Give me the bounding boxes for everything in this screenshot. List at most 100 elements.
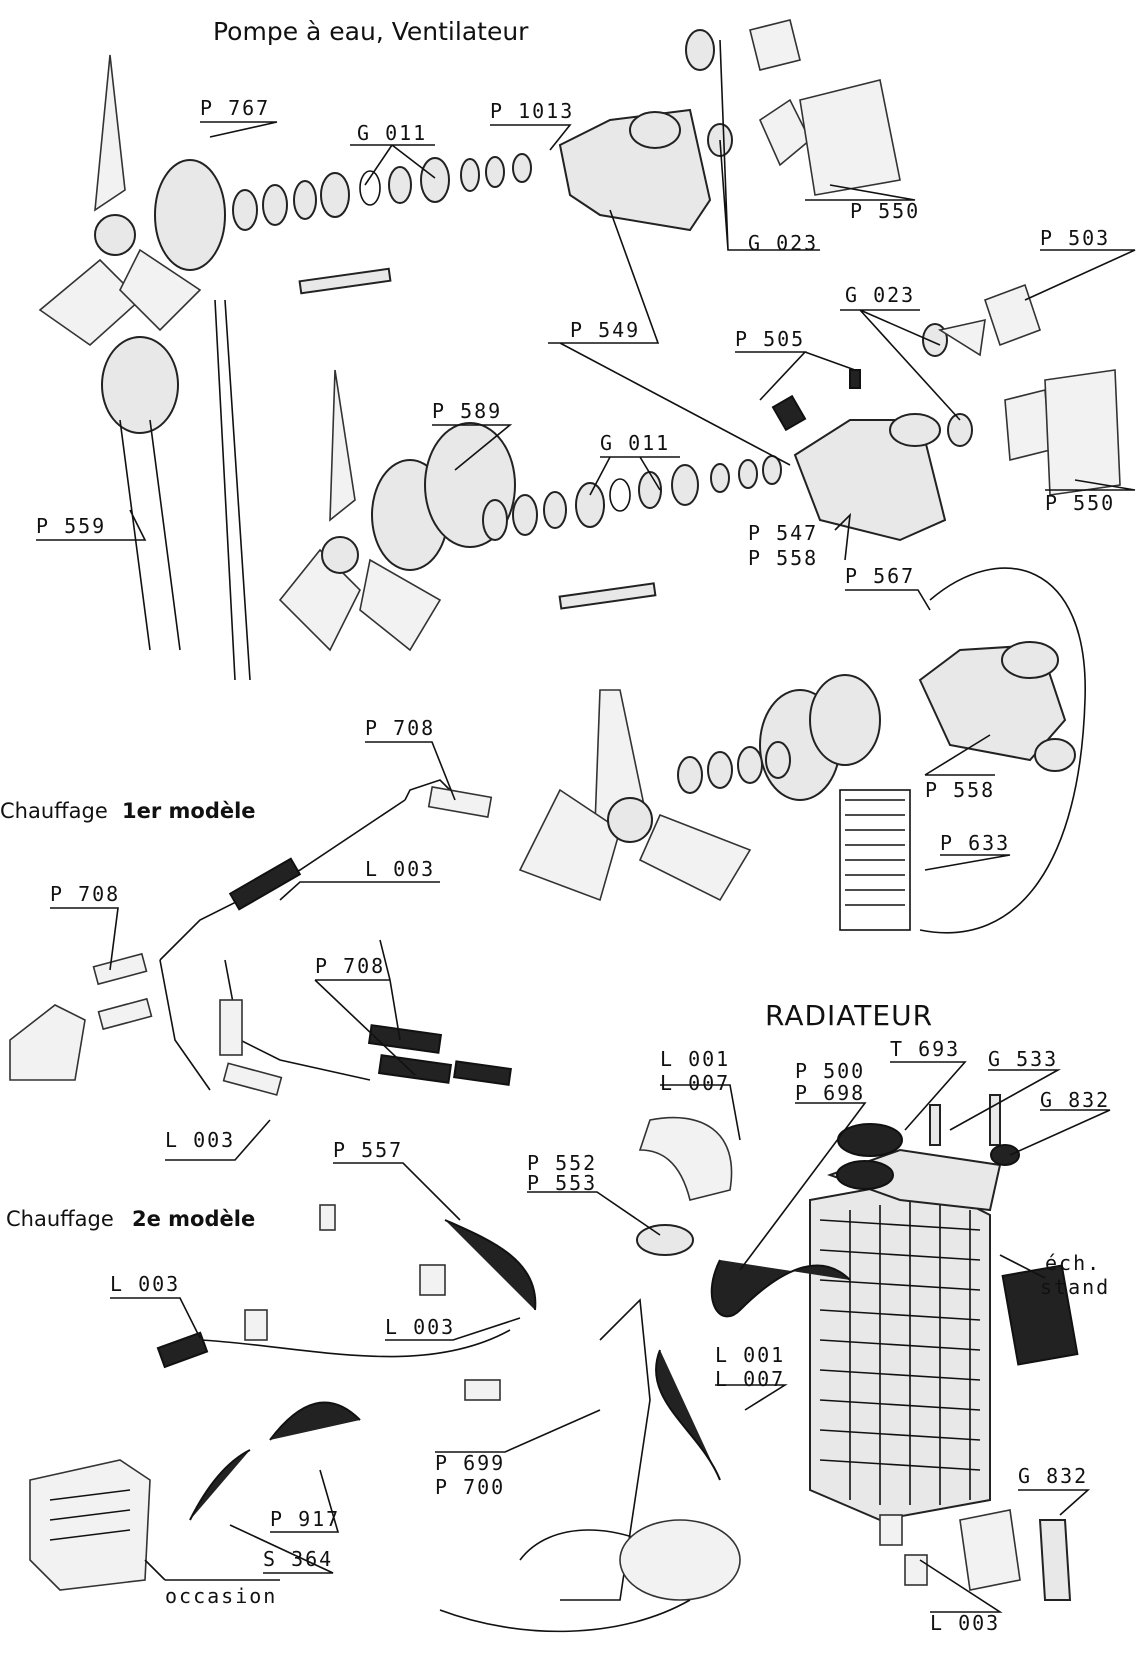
label-t693: T 693 <box>890 1037 960 1061</box>
label-g023-right: G 023 <box>845 283 915 307</box>
heating-1-model: 1er modèle <box>122 799 256 823</box>
shaft-middle <box>558 582 657 610</box>
label-g832-top: G 832 <box>1040 1088 1110 1112</box>
heating-2-prefix: Chauffage <box>6 1207 114 1231</box>
fan3-blade-right <box>638 813 752 902</box>
hose-p557 <box>444 1219 537 1311</box>
seal-p505 <box>771 394 807 432</box>
label-p633: P 633 <box>940 831 1010 855</box>
label-l007-top: L 007 <box>660 1071 730 1095</box>
label-p549: P 549 <box>570 318 640 342</box>
label-p503: P 503 <box>1040 226 1110 250</box>
label-g011-middle: G 011 <box>600 431 670 455</box>
label-p559: P 559 <box>36 514 106 538</box>
impeller-middle <box>1004 388 1051 462</box>
label-p550-middle: P 550 <box>1045 491 1115 515</box>
label-p552: P 552 <box>527 1151 597 1175</box>
label-p698: P 698 <box>795 1081 865 1105</box>
hose-s364 <box>189 1449 251 1521</box>
mount-g832 <box>990 1144 1020 1166</box>
label-p557: P 557 <box>333 1138 403 1162</box>
bearing-row-lower <box>677 741 791 794</box>
label-l001-top: L 001 <box>660 1047 730 1071</box>
label-p505: P 505 <box>735 327 805 351</box>
pump-p503-parts <box>922 283 1042 357</box>
label-g023-top: G 023 <box>748 231 818 255</box>
label-g832-bottom: G 832 <box>1018 1464 1088 1488</box>
cap-t693 <box>837 1123 903 1157</box>
label-ech: éch. <box>1045 1251 1101 1275</box>
label-p553: P 553 <box>527 1171 597 1195</box>
belt-p559 <box>119 299 251 681</box>
label-p558-upper: P 558 <box>748 546 818 570</box>
hose-l003-top <box>228 857 302 911</box>
label-p699: P 699 <box>435 1451 505 1475</box>
fan-blade-left <box>38 258 142 347</box>
cable-p567 <box>919 567 1086 934</box>
bearing-row-middle <box>482 455 782 541</box>
fan2-blade-right <box>359 558 442 652</box>
label-p1013: P 1013 <box>490 99 574 123</box>
hose-p917 <box>269 1401 361 1441</box>
label-p708-right: P 708 <box>315 954 385 978</box>
fan2-blade-top <box>329 369 356 522</box>
label-p550-top: P 550 <box>850 199 920 223</box>
label-occasion: occasion <box>165 1584 277 1608</box>
label-p767: P 767 <box>200 96 270 120</box>
shaft-top <box>298 267 392 295</box>
lower-fan-assembly <box>518 567 1086 934</box>
hose-l003-bottom <box>222 1062 283 1096</box>
label-l007-bottom: L 007 <box>715 1367 785 1391</box>
hose-p500-upper <box>710 1259 851 1318</box>
fan2-blade-left <box>278 548 361 652</box>
label-p708-left: P 708 <box>50 882 120 906</box>
heating-2-heading: Chauffage 2e modèle <box>6 1207 255 1231</box>
label-p700: P 700 <box>435 1475 505 1499</box>
label-stand: stand <box>1040 1275 1110 1299</box>
label-p567: P 567 <box>845 564 915 588</box>
heating-2-assembly <box>29 1204 537 1591</box>
heater-box-1 <box>9 1004 86 1081</box>
pulley-p767 <box>154 159 226 271</box>
radiator-grille-small <box>839 789 911 931</box>
thermostat-p552 <box>636 1224 694 1256</box>
label-g533: G 533 <box>988 1047 1058 1071</box>
middle-fan-assembly <box>278 369 1121 652</box>
drain-g832 <box>1038 1519 1072 1601</box>
label-l003-radiator: L 003 <box>930 1611 1000 1635</box>
label-g011-top: G 011 <box>357 121 427 145</box>
hose-p708-top <box>427 786 493 818</box>
heating-2-model: 2e modèle <box>132 1207 255 1231</box>
part-labels: P 767 P 1013 G 011 P 550 G 023 P 503 G 0… <box>36 96 1115 1635</box>
radiator-title: RADIATEUR <box>765 999 933 1032</box>
gasket-middle <box>1044 369 1121 496</box>
fan3-blade-left <box>518 788 621 902</box>
seal-top <box>685 29 715 71</box>
label-l003-heating2-left: L 003 <box>110 1272 180 1296</box>
fan-blade-top <box>94 54 126 212</box>
cap-p500 <box>836 1160 894 1190</box>
label-l003-lower: L 003 <box>165 1128 235 1152</box>
page-title: Pompe à eau, Ventilateur <box>213 17 529 46</box>
label-l001-bottom: L 001 <box>715 1343 785 1367</box>
engine-filter <box>619 1519 741 1601</box>
elbow-l001 <box>638 1116 733 1201</box>
hose-p708-right-b <box>377 1054 453 1084</box>
top-fan-assembly <box>38 19 901 681</box>
hose-l001-lower <box>654 1349 721 1481</box>
label-p547: P 547 <box>748 521 818 545</box>
label-p589: P 589 <box>432 399 502 423</box>
label-p708-top: P 708 <box>365 716 435 740</box>
bearing-row-top <box>232 153 532 231</box>
label-s364: S 364 <box>263 1547 333 1571</box>
gasket-top <box>799 79 901 196</box>
hose-p708-right-a <box>367 1024 443 1054</box>
heating-1-prefix: Chauffage <box>0 799 108 823</box>
label-p558-lower: P 558 <box>925 778 995 802</box>
heating-1-assembly <box>9 779 512 1096</box>
leader-lines <box>36 39 1136 1613</box>
crank-pulley <box>101 336 179 434</box>
label-p500: P 500 <box>795 1059 865 1083</box>
support-l003 <box>959 1509 1021 1591</box>
label-l003-upper: L 003 <box>365 857 435 881</box>
